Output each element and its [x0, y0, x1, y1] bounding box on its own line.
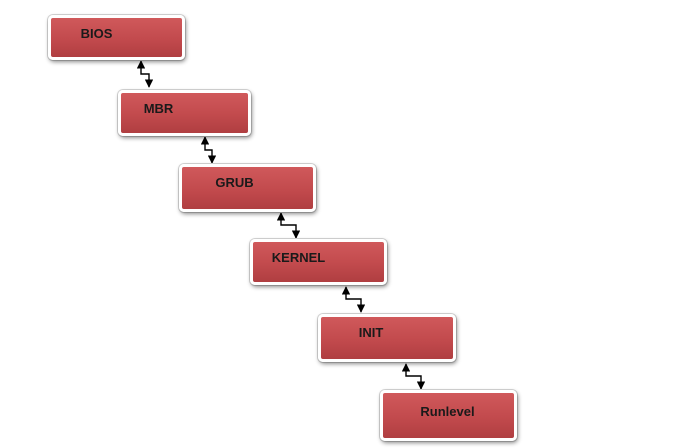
node-init: INIT [318, 314, 456, 362]
node-bios: BIOS [48, 15, 185, 60]
node-grub: GRUB [179, 164, 316, 212]
connector-mbr-grub [200, 136, 217, 164]
node-label-runlevel: Runlevel [420, 404, 475, 419]
node-kernel: KERNEL [250, 239, 387, 285]
node-label-grub: GRUB [215, 175, 254, 190]
node-label-kernel: KERNEL [271, 250, 326, 265]
connector-bios-mbr [136, 60, 154, 88]
connector-grub-kernel [276, 212, 301, 239]
node-label-bios: BIOS [80, 26, 113, 41]
node-runlevel: Runlevel [380, 390, 517, 441]
node-label-mbr: MBR [143, 101, 174, 116]
connector-kernel-init [341, 286, 366, 313]
node-label-init: INIT [358, 325, 384, 340]
node-mbr: MBR [118, 90, 251, 136]
connector-init-runlevel [401, 363, 426, 390]
